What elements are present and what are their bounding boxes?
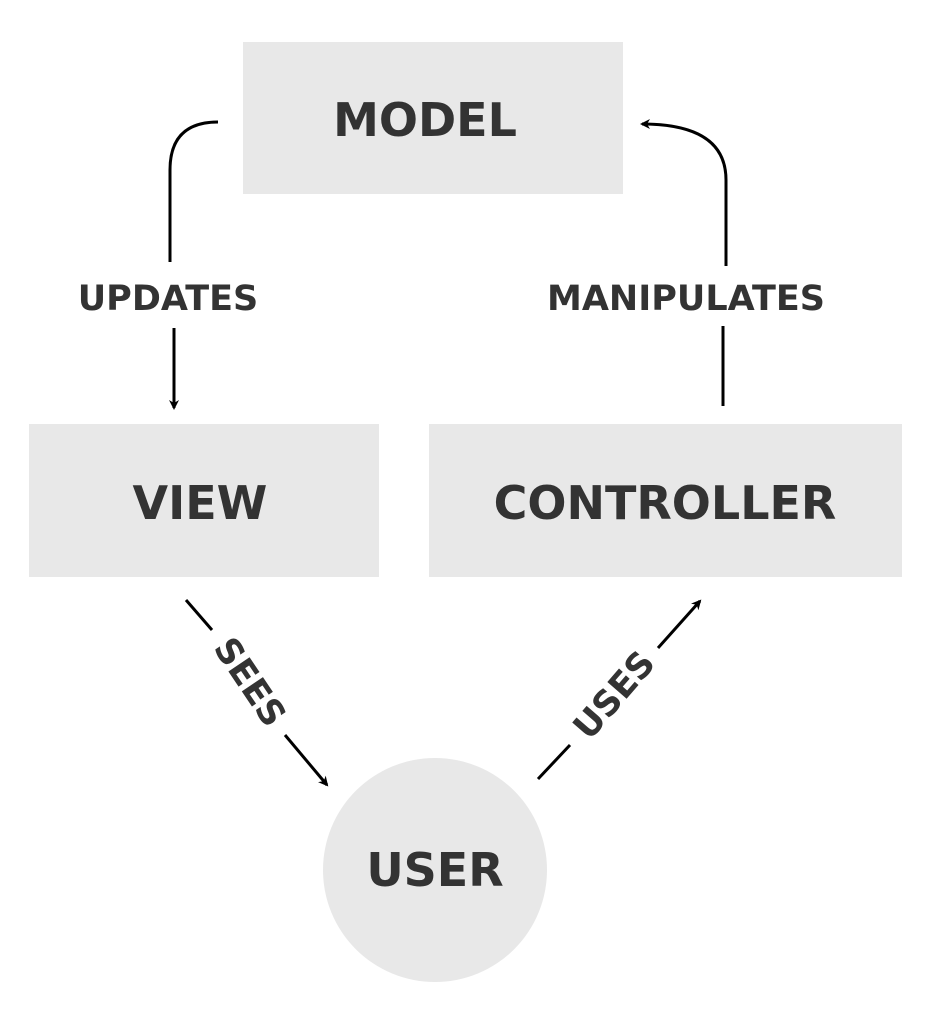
view-label: VIEW [133,476,268,530]
controller-label: CONTROLLER [494,476,837,530]
manipulates-label: MANIPULATES [547,279,825,319]
manipulates-arrow-top [640,119,728,266]
model-box [243,42,623,194]
uses-arrow-top [656,599,702,649]
updates-label: UPDATES [78,279,259,319]
user-circle [323,758,547,982]
uses-arrow-bottom [536,743,572,781]
controller-box [429,424,902,577]
updates-arrow-top [168,120,219,262]
sees-label: SEES [205,631,293,735]
uses-label: USES [566,644,664,748]
sees-arrow-bottom [283,734,329,787]
user-label: USER [366,843,503,897]
view-box [29,424,379,577]
sees-arrow-top [184,599,214,631]
model-label: MODEL [333,93,517,147]
